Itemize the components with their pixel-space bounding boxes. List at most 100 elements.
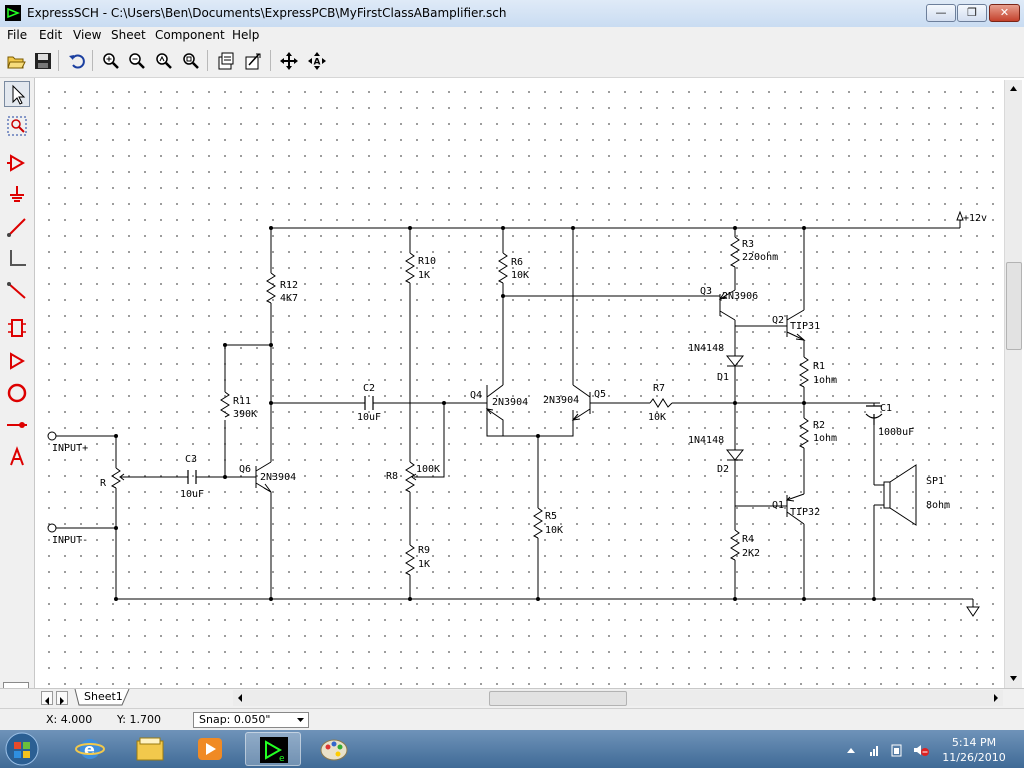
schematic-canvas[interactable]: +12v INPUT+ INPUT- R C3 10uF Q6 2N3904 R… (37, 80, 1004, 687)
clock[interactable]: 5:14 PM 11/26/2010 (934, 735, 1014, 765)
zoom-previous-button[interactable] (151, 48, 175, 72)
label-r11: R11 (233, 396, 251, 407)
node-tool[interactable] (4, 412, 30, 438)
bend-wire-tool[interactable] (4, 246, 30, 272)
title-bar: ExpressSCH - C:\Users\Ben\Documents\Expr… (0, 0, 1024, 28)
network-icon[interactable] (870, 746, 878, 756)
menu-view[interactable]: View (73, 28, 102, 42)
undo-button[interactable] (64, 48, 88, 72)
zoom-fit-button[interactable] (178, 48, 202, 72)
label-q6: Q6 (239, 464, 251, 475)
arrow-left-icon[interactable] (233, 690, 247, 706)
horizontal-scroll-thumb[interactable] (489, 691, 627, 706)
sheet-properties-icon (218, 52, 234, 70)
ground-tool[interactable] (4, 182, 30, 208)
place-component-icon (7, 154, 25, 172)
undo-icon (69, 54, 85, 69)
menu-file[interactable]: File (7, 28, 28, 42)
minimize-button[interactable]: — (926, 4, 956, 22)
label-q1: Q1 (772, 500, 784, 511)
start-button[interactable] (2, 731, 46, 767)
label-r6: R6 (511, 257, 523, 268)
volume-muted-icon[interactable] (914, 745, 929, 756)
taskbar-expresssch[interactable]: e (245, 732, 301, 766)
component-properties-button[interactable] (240, 48, 264, 72)
close-button[interactable]: ✕ (989, 4, 1020, 22)
show-hidden-icons-icon[interactable] (847, 748, 855, 753)
save-button[interactable] (30, 48, 54, 72)
maximize-button[interactable]: ❐ (957, 4, 987, 22)
port-tool[interactable] (4, 348, 30, 374)
resistors (110, 236, 809, 576)
vertical-scrollbar[interactable] (1004, 80, 1022, 688)
save-icon (35, 53, 51, 69)
junctions (114, 226, 876, 601)
menu-sheet[interactable]: Sheet (111, 28, 146, 42)
label-r1-value: 1ohm (813, 375, 837, 386)
minimize-icon: — (935, 6, 947, 19)
taskbar-media-player[interactable] (182, 732, 238, 766)
vertical-scroll-thumb[interactable] (1006, 262, 1022, 350)
status-bar: X: 4.000 Y: 1.700 Snap: 0.050" (0, 708, 1024, 731)
app-icon (5, 5, 21, 21)
schematic-drawing: +12v INPUT+ INPUT- R C3 10uF Q6 2N3904 R… (47, 210, 987, 617)
tab-sheet1[interactable]: Sheet1 (74, 689, 130, 706)
menu-component[interactable]: Component (155, 28, 225, 42)
label-c3: C3 (185, 454, 197, 465)
sheet-properties-button[interactable] (213, 48, 237, 72)
zoom-previous-icon (156, 53, 172, 69)
circle-tool[interactable] (4, 380, 30, 406)
scroll-up-button[interactable] (1005, 80, 1022, 97)
component-box-tool[interactable] (4, 315, 30, 341)
zoom-area-tool[interactable] (4, 113, 30, 139)
taskbar-file-explorer[interactable] (122, 732, 178, 766)
open-button[interactable] (3, 48, 27, 72)
label-r5-value: 10K (545, 525, 563, 536)
wire-icon (7, 218, 26, 237)
arrow-up-icon (1010, 86, 1017, 91)
move-icon (280, 52, 298, 70)
label-q6-type: 2N3904 (260, 472, 296, 483)
label-r10: R10 (418, 256, 436, 267)
label-r10-value: 1K (418, 270, 430, 281)
wire-tool[interactable] (4, 214, 30, 240)
scroll-down-button[interactable] (1005, 670, 1022, 687)
zoom-out-button[interactable] (124, 48, 148, 72)
diodes (725, 355, 745, 461)
label-r7: R7 (653, 383, 665, 394)
diagonal-wire-tool[interactable] (4, 278, 30, 304)
power-icon[interactable] (891, 744, 902, 757)
next-sheet-button[interactable] (56, 691, 68, 705)
taskbar: e e 5:14 PM 11/26/2010 (0, 730, 1024, 768)
taskbar-internet-explorer[interactable]: e (62, 732, 118, 766)
menu-bar: File Edit View Sheet Component Help (0, 27, 1024, 45)
zoom-out-icon (129, 53, 145, 69)
label-q4: Q4 (470, 390, 482, 401)
rotate-label-button[interactable]: A (304, 48, 328, 72)
capacitors (187, 396, 883, 484)
menu-edit[interactable]: Edit (39, 28, 63, 42)
arrow-right-icon[interactable] (989, 690, 1003, 706)
label-q5: Q5 (594, 389, 606, 400)
menu-help[interactable]: Help (232, 28, 260, 42)
prev-sheet-button[interactable] (41, 691, 53, 705)
terminals (47, 210, 980, 617)
circle-icon (7, 383, 27, 403)
component-labels: +12v INPUT+ INPUT- R C3 10uF Q6 2N3904 R… (52, 213, 987, 570)
label-r: R (100, 478, 107, 489)
label-c3-value: 10uF (180, 489, 204, 500)
horizontal-scrollbar[interactable] (233, 690, 1003, 706)
select-tool[interactable] (4, 81, 30, 107)
text-tool[interactable] (4, 444, 30, 470)
zoom-in-button[interactable] (98, 48, 122, 72)
label-r12: R12 (280, 280, 298, 291)
label-r8: R8 (386, 471, 398, 482)
move-button[interactable] (276, 48, 300, 72)
label-q2: Q2 (772, 315, 784, 326)
taskbar-paint[interactable] (306, 732, 362, 766)
label-r5: R5 (545, 511, 557, 522)
svg-text:e: e (279, 754, 285, 764)
place-component-tool[interactable] (4, 150, 30, 176)
snap-dropdown[interactable]: Snap: 0.050" (193, 712, 309, 728)
sheet-tab-bar: Sheet1 (0, 688, 1024, 708)
